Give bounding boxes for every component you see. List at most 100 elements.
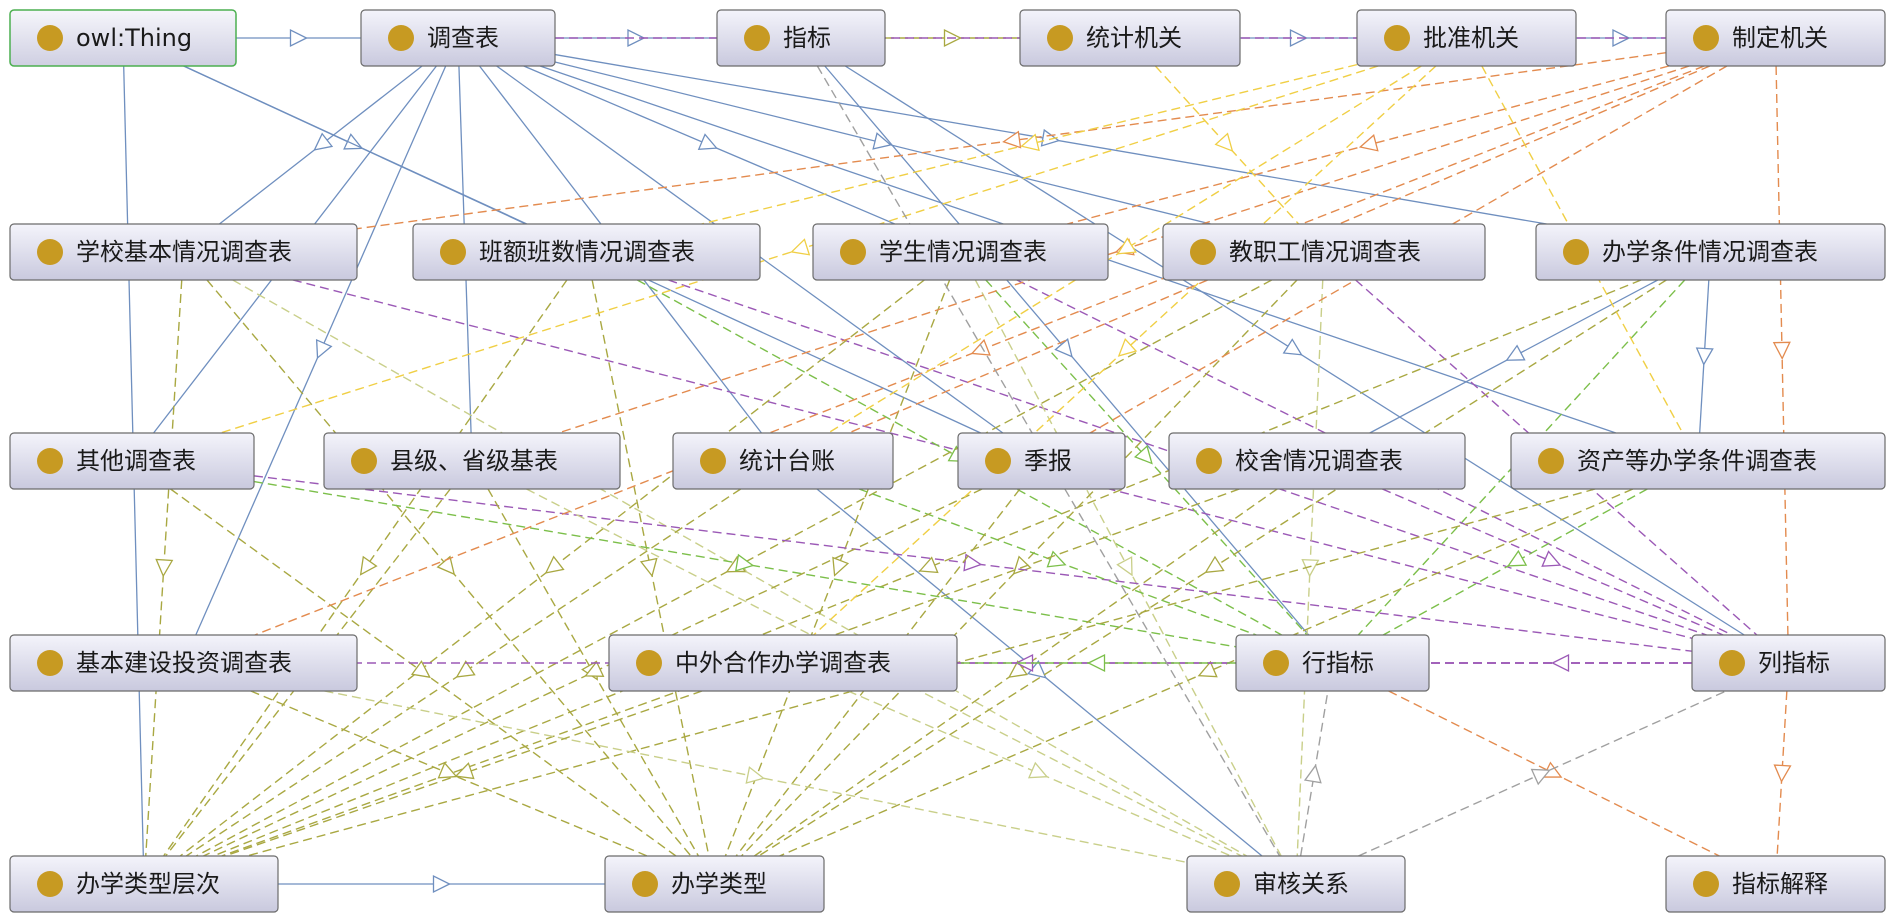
node-label: 校舍情况调查表 (1235, 447, 1403, 475)
edge-approve_org-to-sino_foreign (813, 65, 1437, 636)
node-label: 制定机关 (1732, 24, 1828, 52)
node-label: 资产等办学条件调查表 (1577, 447, 1817, 475)
node-box[interactable] (1691, 634, 1886, 692)
edge-student-to-audit (974, 279, 1282, 857)
edge-arrow-icon (1505, 344, 1526, 361)
edge-line (526, 488, 1242, 857)
edge-audit-to-col_ind (1358, 690, 1727, 857)
node-box[interactable] (604, 855, 825, 913)
edge-quarterly-to-level (203, 488, 983, 857)
edge-make_org-to-col_ind (1772, 65, 1791, 636)
node-box[interactable] (1168, 432, 1466, 490)
edge-arrow-icon (1204, 555, 1225, 574)
edge-conditions-to-building (1369, 279, 1659, 434)
node-staff[interactable]: 教职工情况调查表 (1162, 223, 1486, 281)
edge-line (253, 475, 1693, 652)
class-dot-icon (700, 448, 726, 474)
node-investment[interactable]: 基本建设投资调查表 (9, 634, 358, 692)
node-explain[interactable]: 指标解释 (1665, 855, 1886, 913)
edge-arrow-icon (432, 874, 451, 894)
node-approve-org[interactable]: 批准机关 (1356, 9, 1577, 67)
node-box[interactable] (412, 223, 761, 281)
edge-arrow-icon (359, 555, 378, 576)
edge-row_ind-to-sino_foreign (957, 653, 1236, 673)
node-label: 指标 (783, 24, 831, 52)
node-box[interactable] (1356, 9, 1577, 67)
node-box[interactable] (9, 9, 237, 67)
node-student[interactable]: 学生情况调查表 (812, 223, 1109, 281)
edge-student-to-level (179, 279, 925, 857)
node-audit[interactable]: 审核关系 (1186, 855, 1406, 913)
edge-arrow-icon (734, 553, 755, 572)
edge-approve_org-to-class_size (701, 63, 1358, 225)
node-survey[interactable]: 调查表 (360, 9, 556, 67)
node-box[interactable] (1162, 223, 1486, 281)
edge-indicator-to-col_ind (844, 65, 1745, 636)
edge-assets-to-row_ind (1382, 488, 1648, 636)
node-box[interactable] (716, 9, 886, 67)
node-box[interactable] (608, 634, 958, 692)
edge-assets-to-type (779, 488, 1634, 857)
node-label: 行指标 (1302, 649, 1374, 677)
node-row-ind[interactable]: 行指标 (1235, 634, 1430, 692)
edge-class_size-to-level (163, 279, 568, 857)
node-assets[interactable]: 资产等办学条件调查表 (1510, 432, 1886, 490)
node-box[interactable] (672, 432, 894, 490)
node-box[interactable] (1186, 855, 1406, 913)
node-sino-foreign[interactable]: 中外合作办学调查表 (608, 634, 958, 692)
class-dot-icon (1196, 448, 1222, 474)
node-label: 统计台账 (739, 447, 835, 475)
node-owl-thing[interactable]: owl:Thing (9, 9, 237, 67)
node-building[interactable]: 校舍情况调查表 (1168, 432, 1466, 490)
node-box[interactable] (1665, 855, 1886, 913)
edge-arrow-icon (1087, 653, 1106, 673)
node-col-ind[interactable]: 列指标 (1691, 634, 1886, 692)
node-school-basic[interactable]: 学校基本情况调查表 (9, 223, 358, 281)
node-box[interactable] (1235, 634, 1430, 692)
class-dot-icon (440, 239, 466, 265)
edge-building-to-col_ind (1382, 488, 1724, 636)
node-box[interactable] (1510, 432, 1886, 490)
edge-arrow-icon (918, 556, 939, 574)
edge-arrow-icon (697, 133, 718, 150)
edge-other-to-col_ind (253, 475, 1693, 652)
node-box[interactable] (9, 634, 358, 692)
edge-arrow-icon (1214, 132, 1234, 153)
class-dot-icon (37, 650, 63, 676)
node-box[interactable] (360, 9, 556, 67)
edge-arrow-icon (544, 555, 565, 574)
node-box[interactable] (1665, 9, 1886, 67)
edge-student-to-type (724, 279, 951, 857)
node-conditions[interactable]: 办学条件情况调查表 (1535, 223, 1886, 281)
node-box[interactable] (957, 432, 1126, 490)
class-dot-icon (985, 448, 1011, 474)
class-dot-icon (1538, 448, 1564, 474)
node-label: 班额班数情况调查表 (479, 238, 695, 266)
node-box[interactable] (1019, 9, 1241, 67)
node-class-size[interactable]: 班额班数情况调查表 (412, 223, 761, 281)
edge-arrow-icon (313, 132, 334, 151)
class-dot-icon (636, 650, 662, 676)
node-stat-org[interactable]: 统计机关 (1019, 9, 1241, 67)
edge-arrow-icon (1506, 549, 1528, 567)
node-box[interactable] (9, 432, 255, 490)
edge-arrow-icon (1197, 660, 1218, 678)
edge-arrow-icon (1773, 764, 1792, 783)
node-indicator[interactable]: 指标 (716, 9, 886, 67)
node-level[interactable]: 办学类型层次 (9, 855, 279, 913)
node-other[interactable]: 其他调查表 (9, 432, 255, 490)
node-county[interactable]: 县级、省级基表 (323, 432, 621, 490)
node-type[interactable]: 办学类型 (604, 855, 825, 913)
node-box[interactable] (9, 223, 358, 281)
node-make-org[interactable]: 制定机关 (1665, 9, 1886, 67)
node-quarterly[interactable]: 季报 (957, 432, 1126, 490)
node-box[interactable] (1535, 223, 1886, 281)
node-ledger[interactable]: 统计台账 (672, 432, 894, 490)
edge-staff-to-type (740, 279, 1298, 857)
node-box[interactable] (812, 223, 1109, 281)
edge-conditions-to-assets (1695, 279, 1714, 434)
edge-arrow-icon (1046, 550, 1067, 568)
node-box[interactable] (9, 855, 279, 913)
edge-survey-to-indicator (555, 28, 717, 48)
node-box[interactable] (323, 432, 621, 490)
